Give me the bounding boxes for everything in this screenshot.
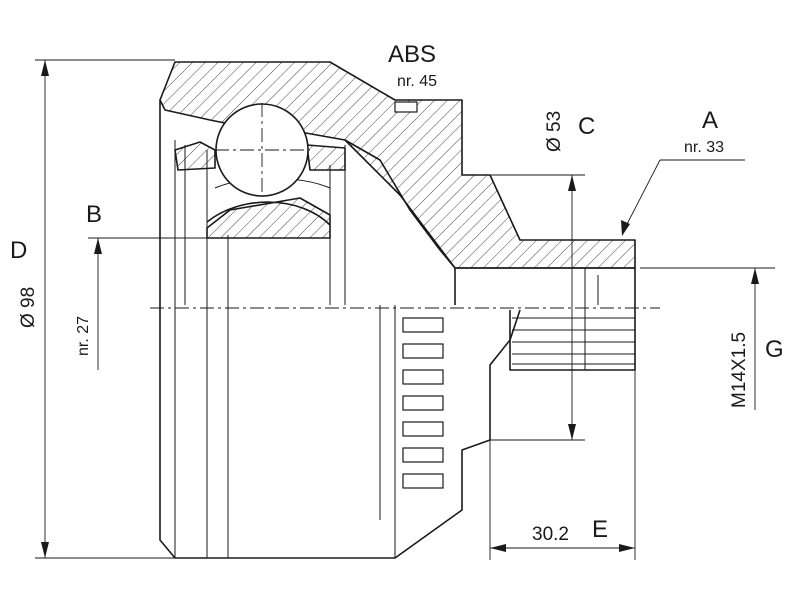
arrow-up [751, 268, 759, 284]
abs-marker [394, 101, 418, 113]
abs-tooth [402, 343, 444, 359]
inner-hub-hatched [206, 197, 331, 239]
dimension-g [640, 267, 775, 410]
label-g: G [765, 336, 784, 363]
inner-race-hatched-2 [306, 144, 346, 171]
leader-a [621, 159, 745, 236]
arrow-left [490, 544, 506, 552]
cage-curve [206, 201, 331, 226]
housing-outline-lower [159, 100, 521, 559]
label-c-dim: Ø 53 [544, 111, 565, 152]
stub-shaft [455, 267, 636, 371]
shaft-outline [455, 267, 636, 371]
label-g-dim: M14X1.5 [729, 332, 750, 408]
abs-tooth [402, 421, 444, 437]
dimension-c [490, 174, 585, 441]
abs-tooth [402, 395, 444, 411]
arrow-up [568, 175, 576, 191]
dimension-d [35, 59, 175, 559]
label-e: E [592, 516, 608, 543]
abs-tooth [402, 369, 444, 385]
arrow-right [619, 544, 635, 552]
label-abs: ABS [388, 41, 436, 68]
arrow-up [94, 238, 102, 254]
inner-profile [344, 139, 456, 305]
arrow-down [568, 424, 576, 440]
arrow-leader [621, 220, 630, 236]
label-d-dim: Ø 98 [18, 287, 39, 328]
abs-ring [402, 317, 444, 489]
arrow-up [41, 60, 49, 76]
leader-a-line [624, 159, 661, 229]
label-d: D [10, 237, 27, 264]
inner-race-hatched [174, 141, 216, 171]
label-b: B [86, 201, 102, 228]
dimension-b [88, 237, 210, 370]
abs-tooth [402, 317, 444, 333]
label-a-nr: nr. 33 [684, 139, 724, 156]
label-abs-nr: nr. 45 [397, 73, 437, 90]
dimension-e [489, 370, 636, 560]
label-a: A [702, 107, 718, 134]
label-c: C [578, 113, 595, 140]
arrow-down [41, 542, 49, 558]
abs-tooth [402, 447, 444, 463]
label-b-nr: nr. 27 [75, 316, 92, 356]
abs-tooth [402, 473, 444, 489]
label-e-dim: 30.2 [532, 524, 569, 545]
